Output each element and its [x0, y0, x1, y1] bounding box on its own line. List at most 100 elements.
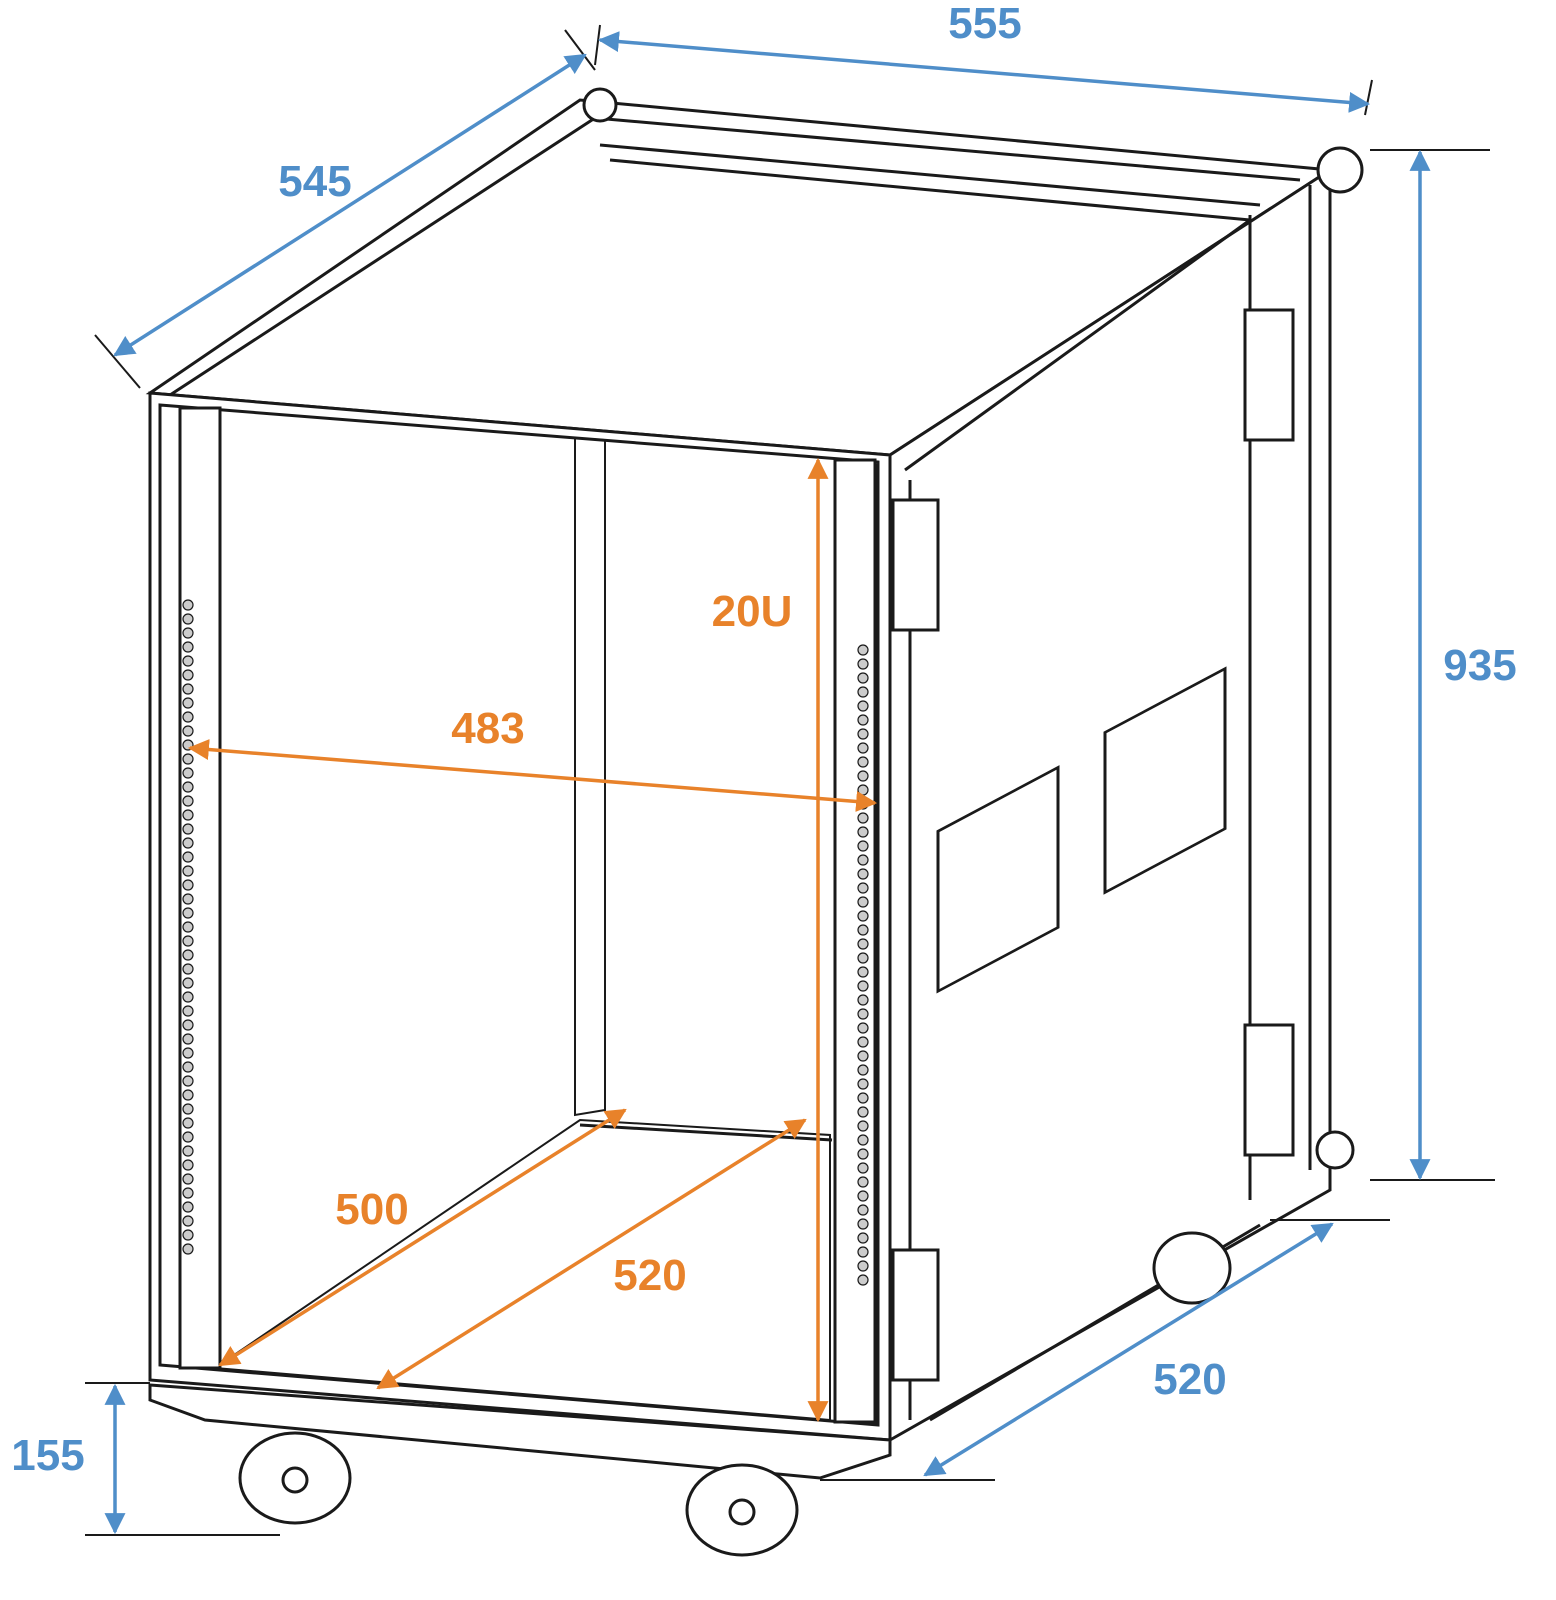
- rail-hole: [857, 742, 869, 754]
- rail-hole: [857, 1246, 869, 1258]
- case-body: [145, 87, 1364, 1557]
- depth-bottom-dimension-line: [923, 1222, 1334, 1477]
- rail-hole: [857, 1148, 869, 1160]
- rail-hole: [857, 1092, 869, 1104]
- rail-hole: [857, 1204, 869, 1216]
- rail-hole: [182, 655, 194, 667]
- rail-hole: [857, 1106, 869, 1118]
- rail-hole: [857, 728, 869, 740]
- rail-hole: [857, 714, 869, 726]
- rail-hole: [182, 697, 194, 709]
- depth-top-dimension-line: [113, 53, 587, 357]
- front-opening: [158, 403, 880, 1427]
- rail-hole: [182, 599, 194, 611]
- rail-hole: [182, 1243, 194, 1255]
- side-handle-right: [1103, 666, 1227, 895]
- rail-hole: [857, 1274, 869, 1286]
- latch: [1243, 308, 1295, 442]
- rail-hole: [182, 949, 194, 961]
- width-top-label: 555: [948, 0, 1021, 48]
- rail-hole: [182, 795, 194, 807]
- rail-hole: [857, 1120, 869, 1132]
- rail-hole: [857, 840, 869, 852]
- rail-hole: [857, 938, 869, 950]
- rail-hole: [857, 882, 869, 894]
- rack-width-label: 483: [451, 704, 524, 753]
- rail-hole: [857, 1008, 869, 1020]
- rail-hole: [857, 644, 869, 656]
- rail-hole: [857, 784, 869, 796]
- rail-hole: [182, 725, 194, 737]
- rail-hole: [857, 966, 869, 978]
- rail-hole: [182, 1047, 194, 1059]
- rail-hole: [857, 854, 869, 866]
- rail-hole: [182, 1145, 194, 1157]
- rail-hole: [182, 809, 194, 821]
- caster: [238, 1431, 352, 1525]
- rail-hole: [857, 1190, 869, 1202]
- rail-hole: [857, 658, 869, 670]
- latch: [891, 1248, 940, 1382]
- rail-hole: [182, 1005, 194, 1017]
- height-label: 935: [1443, 641, 1516, 690]
- rail-hole: [182, 613, 194, 625]
- rail-hole: [857, 672, 869, 684]
- rail-hole: [182, 1033, 194, 1045]
- rail-hole: [857, 1134, 869, 1146]
- rail-hole: [857, 1162, 869, 1174]
- rail-hole: [182, 851, 194, 863]
- rail-hole: [857, 1036, 869, 1048]
- rail-hole: [182, 1159, 194, 1171]
- inner-depth-label: 520: [613, 1251, 686, 1300]
- rail-hole: [857, 994, 869, 1006]
- rail-hole: [182, 823, 194, 835]
- ball-corner: [1315, 1130, 1355, 1170]
- ball-corner: [582, 87, 618, 123]
- rail-hole: [182, 1229, 194, 1241]
- rail-hole: [182, 1019, 194, 1031]
- rail-hole: [182, 935, 194, 947]
- side-handle-left: [936, 765, 1060, 994]
- rail-hole: [182, 683, 194, 695]
- rail-hole: [182, 1187, 194, 1199]
- ball-corner: [1316, 146, 1364, 194]
- rail-hole: [182, 963, 194, 975]
- rail-hole: [182, 893, 194, 905]
- inner-depth-dimension-line: [376, 1118, 807, 1390]
- rail-hole: [182, 1173, 194, 1185]
- rail-hole: [857, 1176, 869, 1188]
- rail-hole: [182, 753, 194, 765]
- rail-hole: [857, 910, 869, 922]
- rail-hole: [182, 921, 194, 933]
- rail-hole: [182, 1103, 194, 1115]
- rack-width-dimension-line: [187, 739, 878, 812]
- base-plate: [148, 1383, 892, 1480]
- rail-hole: [857, 1022, 869, 1034]
- rail-hole: [857, 1260, 869, 1272]
- rail-hole: [857, 770, 869, 782]
- latch: [1243, 1023, 1295, 1157]
- caster-height-label: 155: [11, 1431, 84, 1480]
- rail-hole: [182, 1215, 194, 1227]
- width-top-dimension-line: [597, 31, 1371, 113]
- rail-hole: [182, 641, 194, 653]
- rail-hole: [857, 868, 869, 880]
- rail-hole: [182, 1131, 194, 1143]
- rail-hole: [182, 907, 194, 919]
- rail-hole: [182, 1061, 194, 1073]
- rail-hole: [857, 952, 869, 964]
- rail-hole: [857, 686, 869, 698]
- rail-hole: [182, 977, 194, 989]
- rail-hole: [857, 756, 869, 768]
- rail-hole: [182, 991, 194, 1003]
- rail-hole: [182, 767, 194, 779]
- right-rack-rail: [833, 458, 877, 1424]
- depth-bottom-label: 520: [1153, 1355, 1226, 1404]
- caster: [685, 1463, 799, 1557]
- rail-hole: [857, 1050, 869, 1062]
- rail-hole: [857, 924, 869, 936]
- rail-hole: [182, 837, 194, 849]
- rail-hole: [182, 1075, 194, 1087]
